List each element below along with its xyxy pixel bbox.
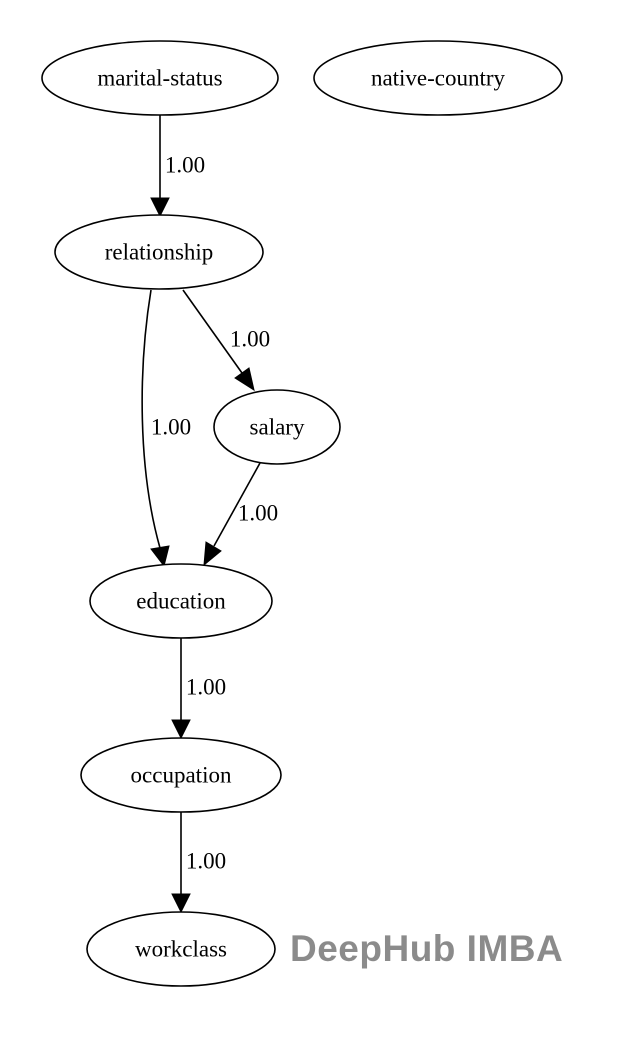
edge-marital-status-relationship: 1.00	[150, 115, 205, 218]
node-label: education	[136, 589, 226, 614]
edge-weight-label: 1.00	[230, 327, 270, 352]
edge-weight-label: 1.00	[165, 153, 205, 178]
node-label: salary	[250, 415, 305, 440]
edge-weight-label: 1.00	[151, 415, 191, 440]
edge-weight-label: 1.00	[238, 501, 278, 526]
edge-weight-label: 1.00	[186, 849, 226, 874]
edge-salary-education: 1.00	[203, 462, 278, 567]
node-label: marital-status	[97, 66, 222, 91]
node-marital-status: marital-status	[41, 40, 279, 116]
node-relationship: relationship	[54, 214, 264, 290]
node-label: native-country	[371, 66, 506, 91]
node-workclass: workclass	[86, 911, 276, 987]
node-label: relationship	[105, 240, 214, 265]
edge-education-occupation: 1.00	[171, 638, 226, 740]
edge-relationship-salary: 1.00	[182, 289, 270, 392]
node-occupation: occupation	[80, 737, 282, 813]
edge-occupation-workclass: 1.00	[171, 812, 226, 914]
node-native-country: native-country	[313, 40, 563, 116]
node-label: workclass	[135, 937, 227, 962]
edge-relationship-education: 1.00	[141, 289, 191, 568]
edge-weight-label: 1.00	[186, 675, 226, 700]
node-salary: salary	[213, 389, 341, 465]
watermark: DeepHub IMBA	[290, 928, 564, 969]
node-education: education	[89, 563, 273, 639]
node-label: occupation	[131, 763, 232, 788]
